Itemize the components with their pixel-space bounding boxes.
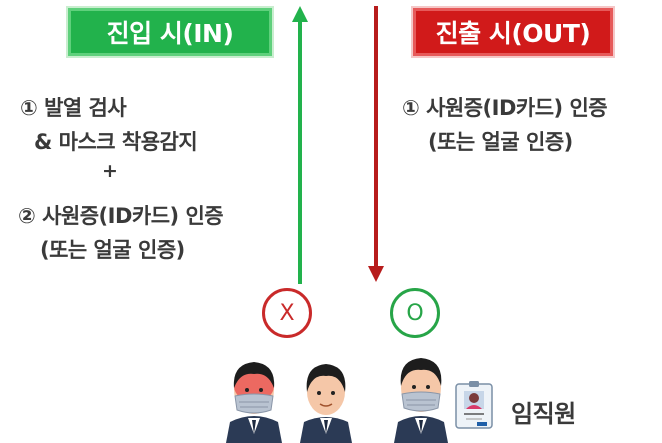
entry-step-1: ① 발열 검사 (20, 96, 127, 120)
employee-label: 임직원 (511, 400, 576, 428)
deny-mark: X (262, 288, 312, 338)
entry-title-badge: 진입 시(IN) (68, 8, 272, 56)
arrow-up-icon (292, 6, 308, 284)
exit-step-1-detail: (또는 얼굴 인증) (428, 130, 573, 154)
entry-plus: + (102, 160, 118, 182)
entry-step-2-detail: (또는 얼굴 인증) (40, 238, 185, 262)
person-icon (300, 364, 352, 443)
masked-fever-person-icon (226, 362, 282, 443)
exit-step-1: ① 사원증(ID카드) 인증 (402, 96, 608, 120)
exit-title-badge: 진출 시(OUT) (413, 8, 613, 56)
allow-mark: O (390, 288, 440, 338)
entry-step-2: ② 사원증(ID카드) 인증 (18, 204, 224, 228)
arrow-down-icon (368, 6, 384, 282)
id-card-icon (455, 381, 493, 429)
entry-step-1-detail: & 마스크 착용감지 (34, 130, 198, 154)
masked-person-icon (394, 358, 448, 443)
